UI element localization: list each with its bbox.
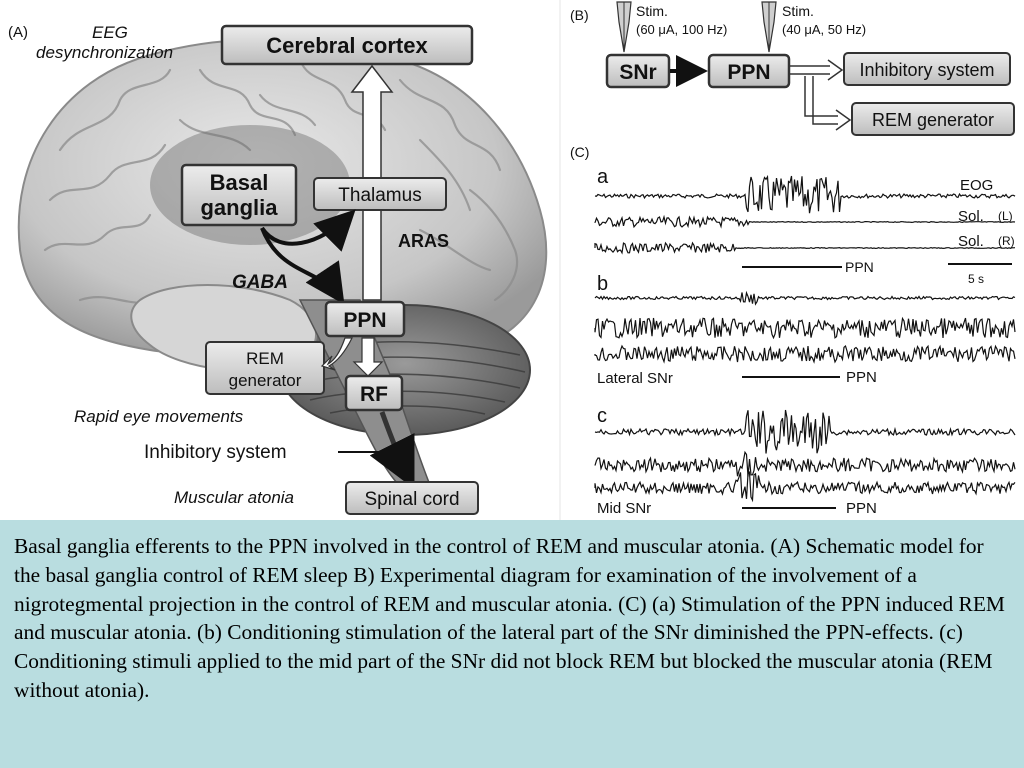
panel-c: (C) a EOG Sol. (L) Sol. (R) PPN 5 s b La… bbox=[570, 144, 1016, 517]
panel-b: (B) Stim. (60 μA, 100 Hz) Stim. (40 μA, … bbox=[570, 1, 1015, 136]
gaba-label: GABA bbox=[232, 272, 288, 293]
thalamus-box bbox=[313, 177, 447, 211]
ppn-output-arrows bbox=[790, 59, 852, 131]
trace-c-emg-1 bbox=[594, 450, 1016, 477]
inhibitory-system-label-a: Inhibitory system bbox=[144, 442, 287, 463]
trace-a-sol-right bbox=[594, 241, 1016, 255]
snr-label: SNr bbox=[619, 61, 656, 84]
ppn-to-rem-arrow bbox=[320, 337, 353, 371]
eeg-label: EEG bbox=[92, 23, 128, 42]
sol-r-label: Sol. bbox=[958, 233, 984, 250]
mid-snr-label: Mid SNr bbox=[597, 500, 651, 517]
ppn-stim-label-b: PPN bbox=[846, 369, 877, 386]
rem-generator-box-b bbox=[851, 102, 1015, 136]
spinal-cord-label: Spinal cord bbox=[364, 489, 459, 510]
ppn-stim-label-c: PPN bbox=[846, 500, 877, 517]
snr-box bbox=[605, 53, 671, 89]
caption-text: Basal ganglia efferents to the PPN invol… bbox=[14, 534, 1005, 702]
stim1-label: Stim. bbox=[636, 3, 668, 19]
trace-a-tag: a bbox=[597, 166, 609, 188]
spinal-cord-box bbox=[345, 481, 479, 515]
eog-label: EOG bbox=[960, 177, 993, 194]
trace-b-emg-1 bbox=[594, 316, 1016, 340]
cerebral-cortex-box bbox=[220, 24, 474, 66]
trace-c-emg-2 bbox=[594, 470, 1016, 503]
trace-c-eog bbox=[594, 409, 1016, 454]
rapid-eye-movements-label: Rapid eye movements bbox=[74, 407, 244, 426]
panel-b-label: (B) bbox=[570, 7, 589, 23]
thalamus-label: Thalamus bbox=[338, 185, 421, 206]
figure: (A) EEG desynchronization Cerebral corte… bbox=[8, 0, 1016, 520]
rf-label: RF bbox=[360, 383, 388, 406]
sol-l-label: Sol. bbox=[958, 208, 984, 225]
rem-generator-box-a bbox=[205, 341, 325, 395]
panel-a: (A) EEG desynchronization Cerebral corte… bbox=[8, 23, 548, 515]
rf-to-spinal-arrow bbox=[369, 411, 415, 489]
rf-box bbox=[344, 374, 404, 412]
aras-label: ARAS bbox=[398, 231, 449, 251]
inhibitory-system-label-b: Inhibitory system bbox=[859, 60, 994, 80]
lateral-snr-label: Lateral SNr bbox=[597, 370, 673, 387]
gaba-arrow-ppn bbox=[260, 227, 345, 305]
stim2-params: (40 μA, 50 Hz) bbox=[782, 22, 866, 37]
rem-generator-label-b: REM generator bbox=[872, 110, 994, 130]
figure-svg: (A) EEG desynchronization Cerebral corte… bbox=[8, 0, 1016, 520]
trace-a-eog bbox=[594, 174, 1016, 214]
ppn-to-rf-arrow bbox=[352, 337, 384, 377]
muscular-atonia-label: Muscular atonia bbox=[174, 488, 294, 507]
trace-c-tag: c bbox=[597, 405, 607, 427]
rem-generator-label-a-2: generator bbox=[229, 371, 302, 390]
sol-l-side: (L) bbox=[998, 209, 1013, 223]
sol-r-side: (R) bbox=[998, 234, 1015, 248]
ppn-box-b bbox=[707, 53, 791, 89]
trace-a-sol-left bbox=[594, 214, 1016, 229]
trace-b-eog bbox=[594, 290, 1016, 306]
ppn-label-b: PPN bbox=[727, 61, 770, 84]
basal-ganglia-label-2: ganglia bbox=[200, 195, 278, 220]
caption-panel: Basal ganglia efferents to the PPN invol… bbox=[0, 520, 1024, 768]
ppn-box-a bbox=[324, 300, 406, 338]
basal-ganglia-box bbox=[180, 163, 298, 227]
inhibitory-system-box-b bbox=[843, 52, 1011, 86]
ppn-label-a: PPN bbox=[343, 309, 386, 332]
scale-bar-label: 5 s bbox=[968, 272, 984, 286]
trace-b-emg-2 bbox=[594, 344, 1016, 364]
rem-generator-label-a-1: REM bbox=[246, 349, 284, 368]
ppn-stim-label-a: PPN bbox=[845, 259, 874, 275]
stim1-params: (60 μA, 100 Hz) bbox=[636, 22, 727, 37]
panel-c-label: (C) bbox=[570, 144, 589, 160]
eeg-desync-label: desynchronization bbox=[36, 43, 173, 62]
basal-ganglia-label-1: Basal bbox=[210, 170, 269, 195]
brain-gyri bbox=[43, 58, 519, 304]
panel-a-label: (A) bbox=[8, 24, 28, 41]
trace-b-tag: b bbox=[597, 273, 608, 295]
gaba-arrow-thalamus bbox=[260, 209, 356, 252]
cerebral-cortex-label: Cerebral cortex bbox=[266, 33, 428, 58]
stim2-label: Stim. bbox=[782, 3, 814, 19]
